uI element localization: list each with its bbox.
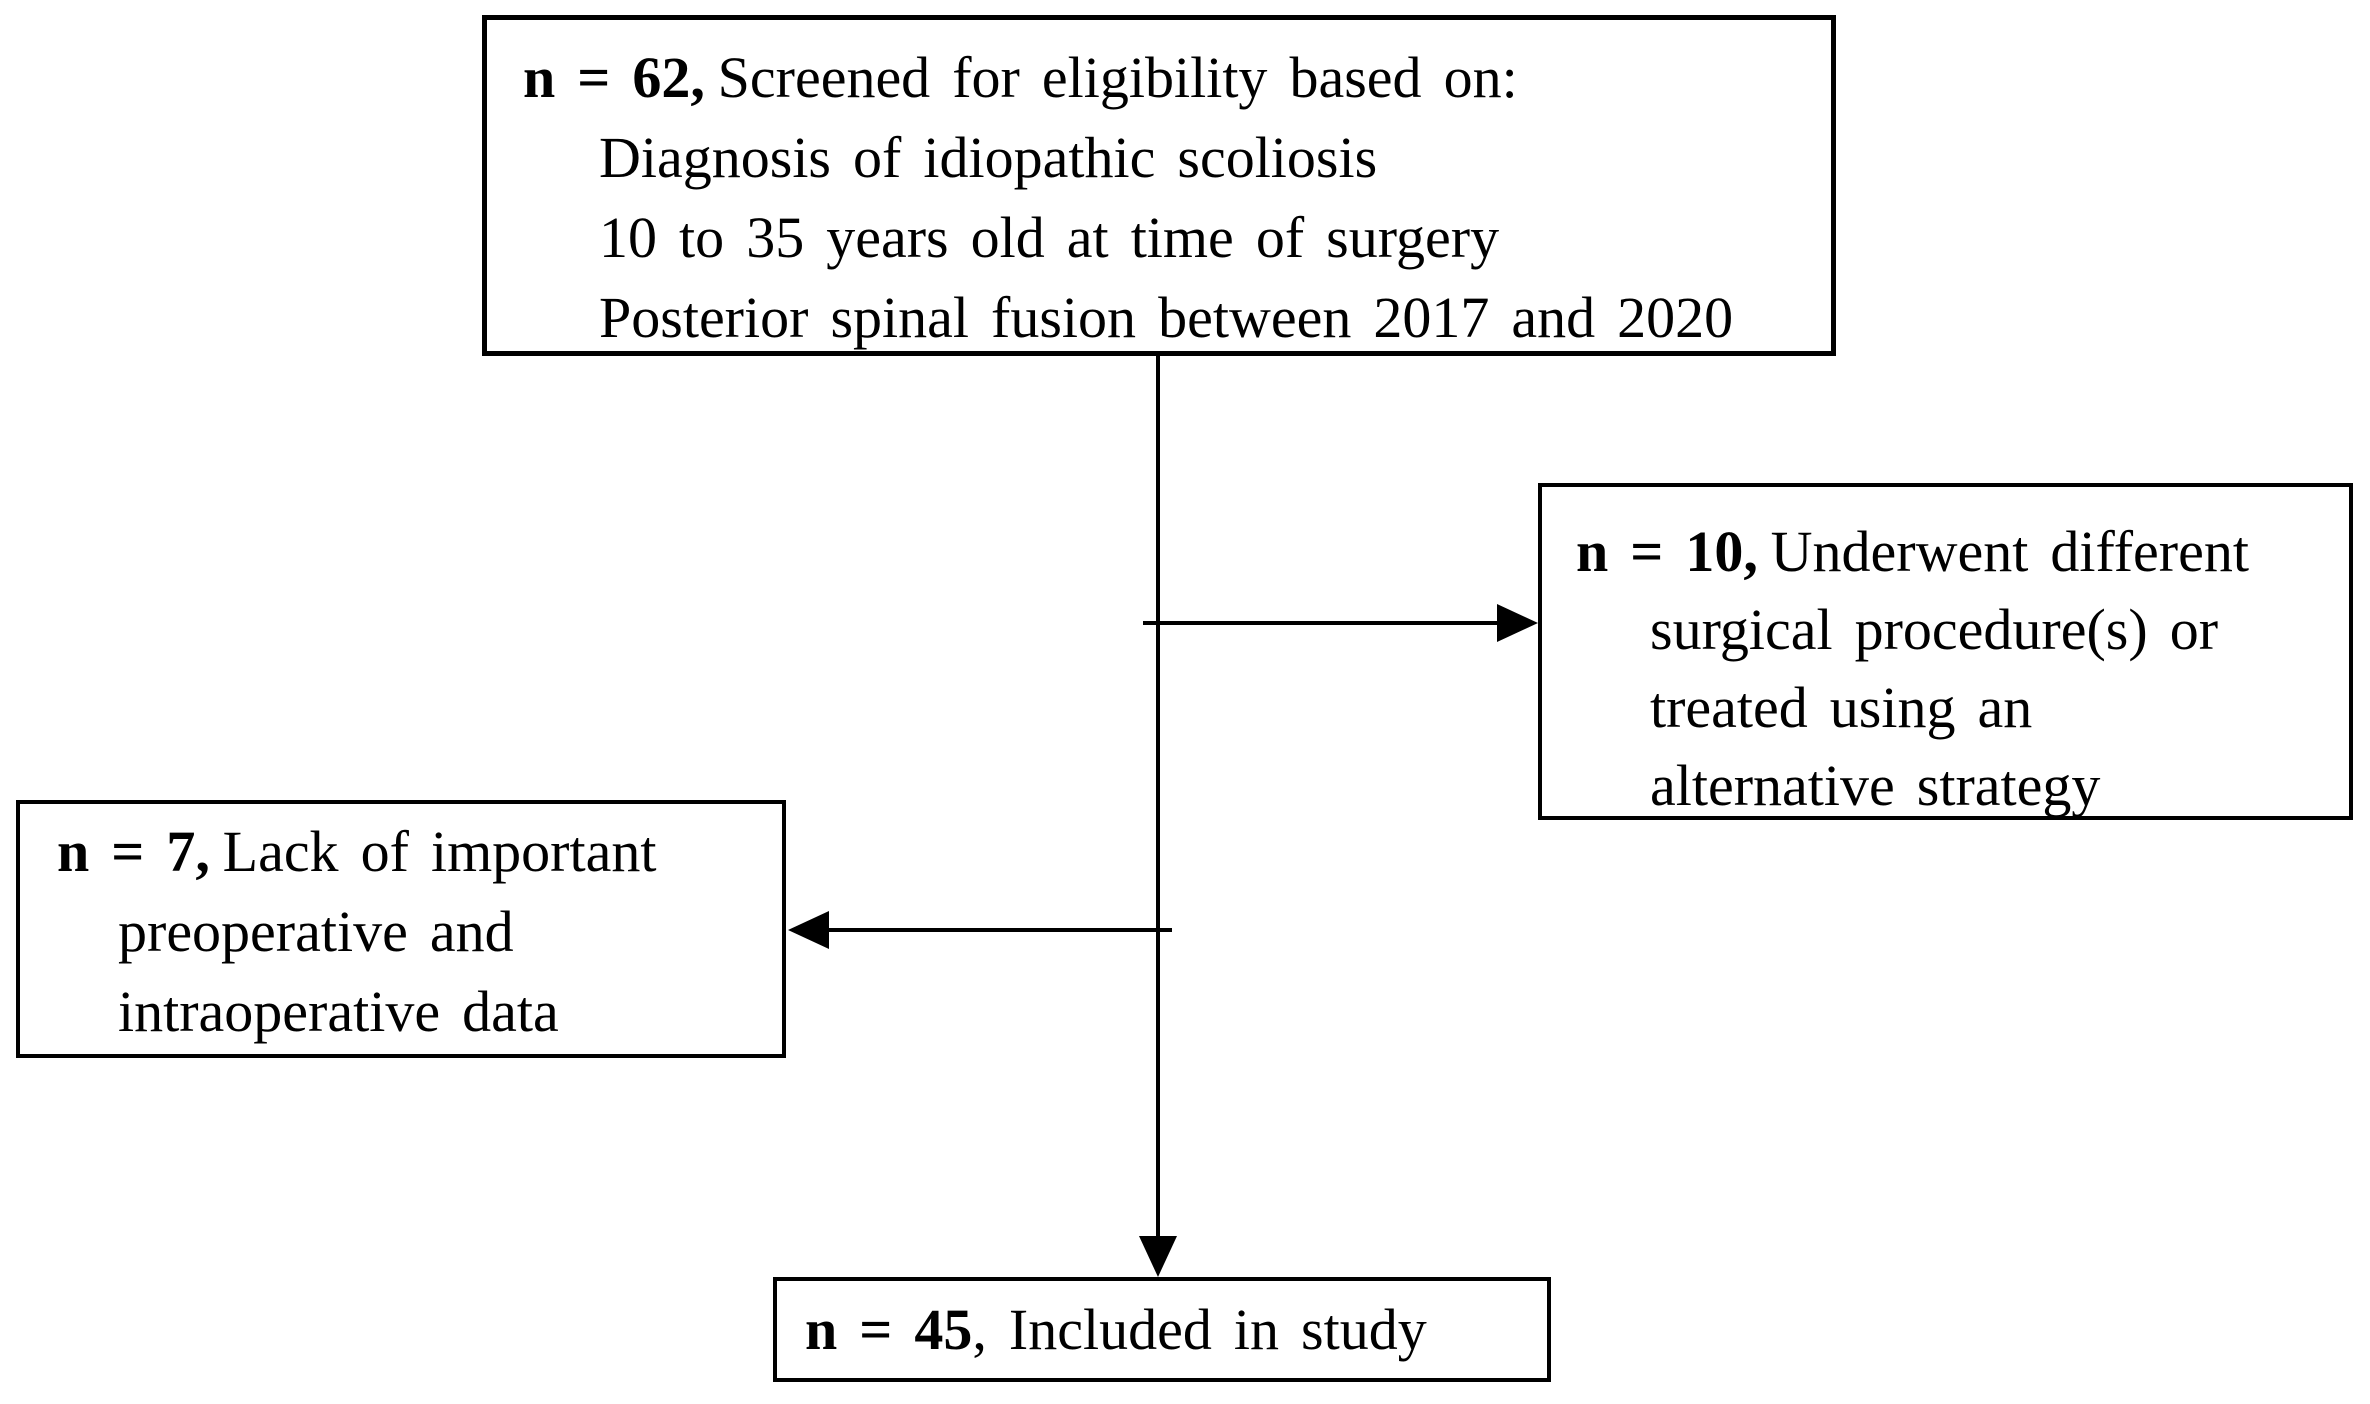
- excluded-procedure-line-1: Underwent different: [1770, 519, 2249, 584]
- box-included-in-study: n = 45, Included in study: [773, 1277, 1551, 1382]
- excluded-procedure-line-4: alternative strategy: [1650, 753, 2101, 818]
- excluded-data-headline: n = 7,Lack of important: [57, 812, 772, 892]
- box-excluded-different-procedure: n = 10,Underwent different surgical proc…: [1538, 483, 2353, 820]
- excluded-data-line-2: preoperative and: [118, 899, 514, 964]
- excluded-data-line-3: intraoperative data: [118, 979, 559, 1044]
- box-excluded-missing-data: n = 7,Lack of important preoperative and…: [16, 800, 786, 1058]
- arrowhead-right-icon: [1497, 604, 1538, 642]
- excluded-procedure-line-3: treated using an: [1650, 675, 2033, 740]
- included-text: , Included in study: [972, 1296, 1427, 1362]
- excluded-data-count: n = 7,: [57, 819, 210, 884]
- criterion-age: 10 to 35 years old at time of surgery: [599, 205, 1500, 270]
- excluded-procedure-headline: n = 10,Underwent different: [1576, 513, 2337, 591]
- arrowhead-down-icon: [1139, 1236, 1177, 1277]
- excluded-procedure-count: n = 10,: [1576, 519, 1758, 584]
- screened-count: n = 62,: [523, 45, 705, 110]
- included-count: n = 45: [805, 1296, 973, 1362]
- criterion-fusion-dates: Posterior spinal fusion between 2017 and…: [599, 285, 1734, 350]
- excluded-data-line-1: Lack of important: [222, 819, 657, 884]
- screened-text: Screened for eligibility based on:: [717, 45, 1518, 110]
- excluded-procedure-line-2: surgical procedure(s) or: [1650, 597, 2219, 662]
- screened-headline: n = 62,Screened for eligibility based on…: [523, 38, 1815, 118]
- box-screened-for-eligibility: n = 62,Screened for eligibility based on…: [482, 15, 1836, 356]
- arrowhead-left-icon: [788, 911, 829, 949]
- included-headline: n = 45, Included in study: [805, 1290, 1427, 1370]
- criterion-diagnosis: Diagnosis of idiopathic scoliosis: [599, 125, 1378, 190]
